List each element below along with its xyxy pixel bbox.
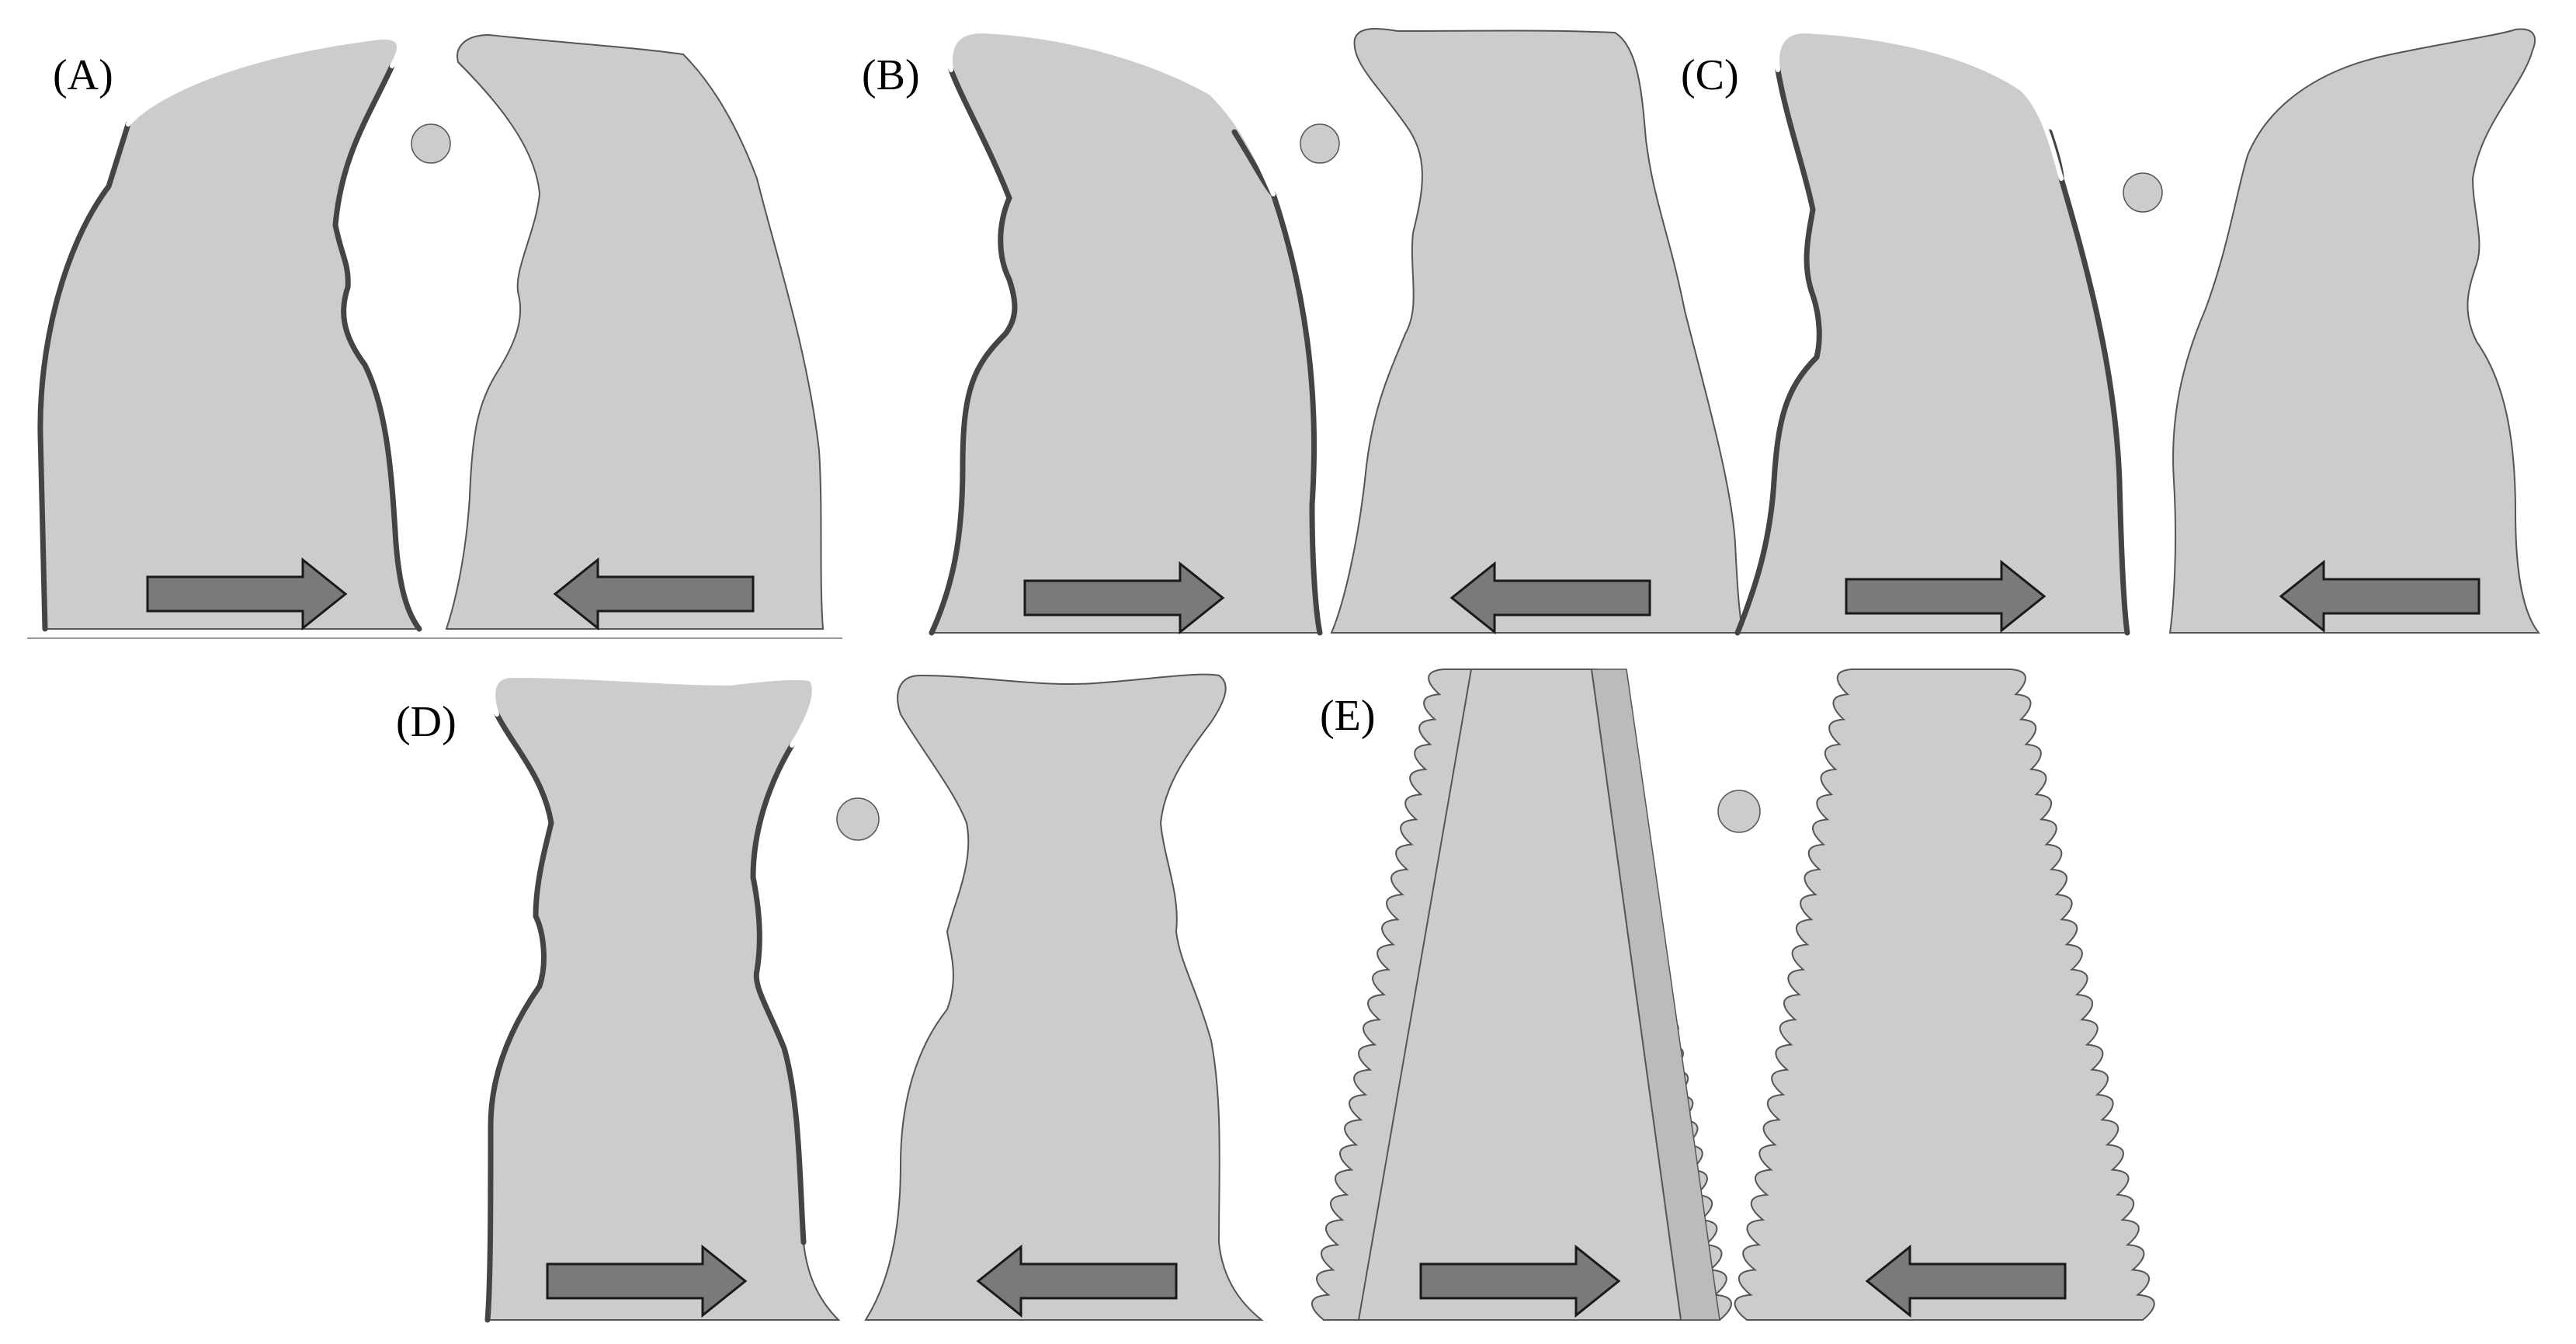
panel-d-fixed-jaw [864,673,1264,1321]
panel-a-label: (A) [53,51,113,99]
panel-a-moving-jaw-edge [332,63,422,632]
panel-b-particle [1300,123,1340,164]
panel-e-moving-jaw-right-groove-line [1591,669,1682,1321]
panel-a-fixed-jaw [445,33,825,630]
panel-b-moving-jaw [930,30,1321,634]
panel-c-moving-jaw-edge [1734,67,1822,636]
panel-c-fixed-jaw [2168,28,2541,634]
panel-d-moving-jaw-left-edge [484,711,554,1323]
panel-c: (C) [1681,28,2541,636]
panel-b: (B) [862,28,1745,636]
panel-d-moving-jaw-right-edge [750,742,807,1245]
panel-d-label: (D) [396,698,457,746]
panel-b-fixed-jaw [1330,28,1745,634]
panel-b-moving-jaw-top-edge [948,28,1276,196]
panel-c-particle [2123,172,2163,213]
panel-a: (A) [27,33,842,639]
panel-e-fixed-jaw [1734,669,2155,1321]
panel-d: (D) [396,672,1264,1323]
panel-e: (E) [1311,669,2155,1321]
panel-d-moving-jaw [486,674,841,1321]
panel-d-moving-jaw-top-edge [491,672,817,748]
panel-d-particle [836,797,880,841]
panel-b-label: (B) [862,51,920,99]
panel-a-moving-jaw-back-edge [37,121,131,632]
panel-e-moving-jaw-left-groove-line [1358,669,1472,1321]
panel-b-moving-jaw-back-edge [1231,129,1323,636]
panel-a-particle [411,123,451,164]
panel-e-particle [1717,790,1761,833]
panel-e-label: (E) [1320,692,1376,740]
panel-c-label: (C) [1681,51,1739,99]
panel-a-moving-jaw-top-edge [126,34,401,127]
panel-c-moving-jaw [1736,30,2129,634]
panel-b-moving-jaw-edge [929,67,1018,636]
panel-c-moving-jaw-top-edge [1775,28,2064,181]
